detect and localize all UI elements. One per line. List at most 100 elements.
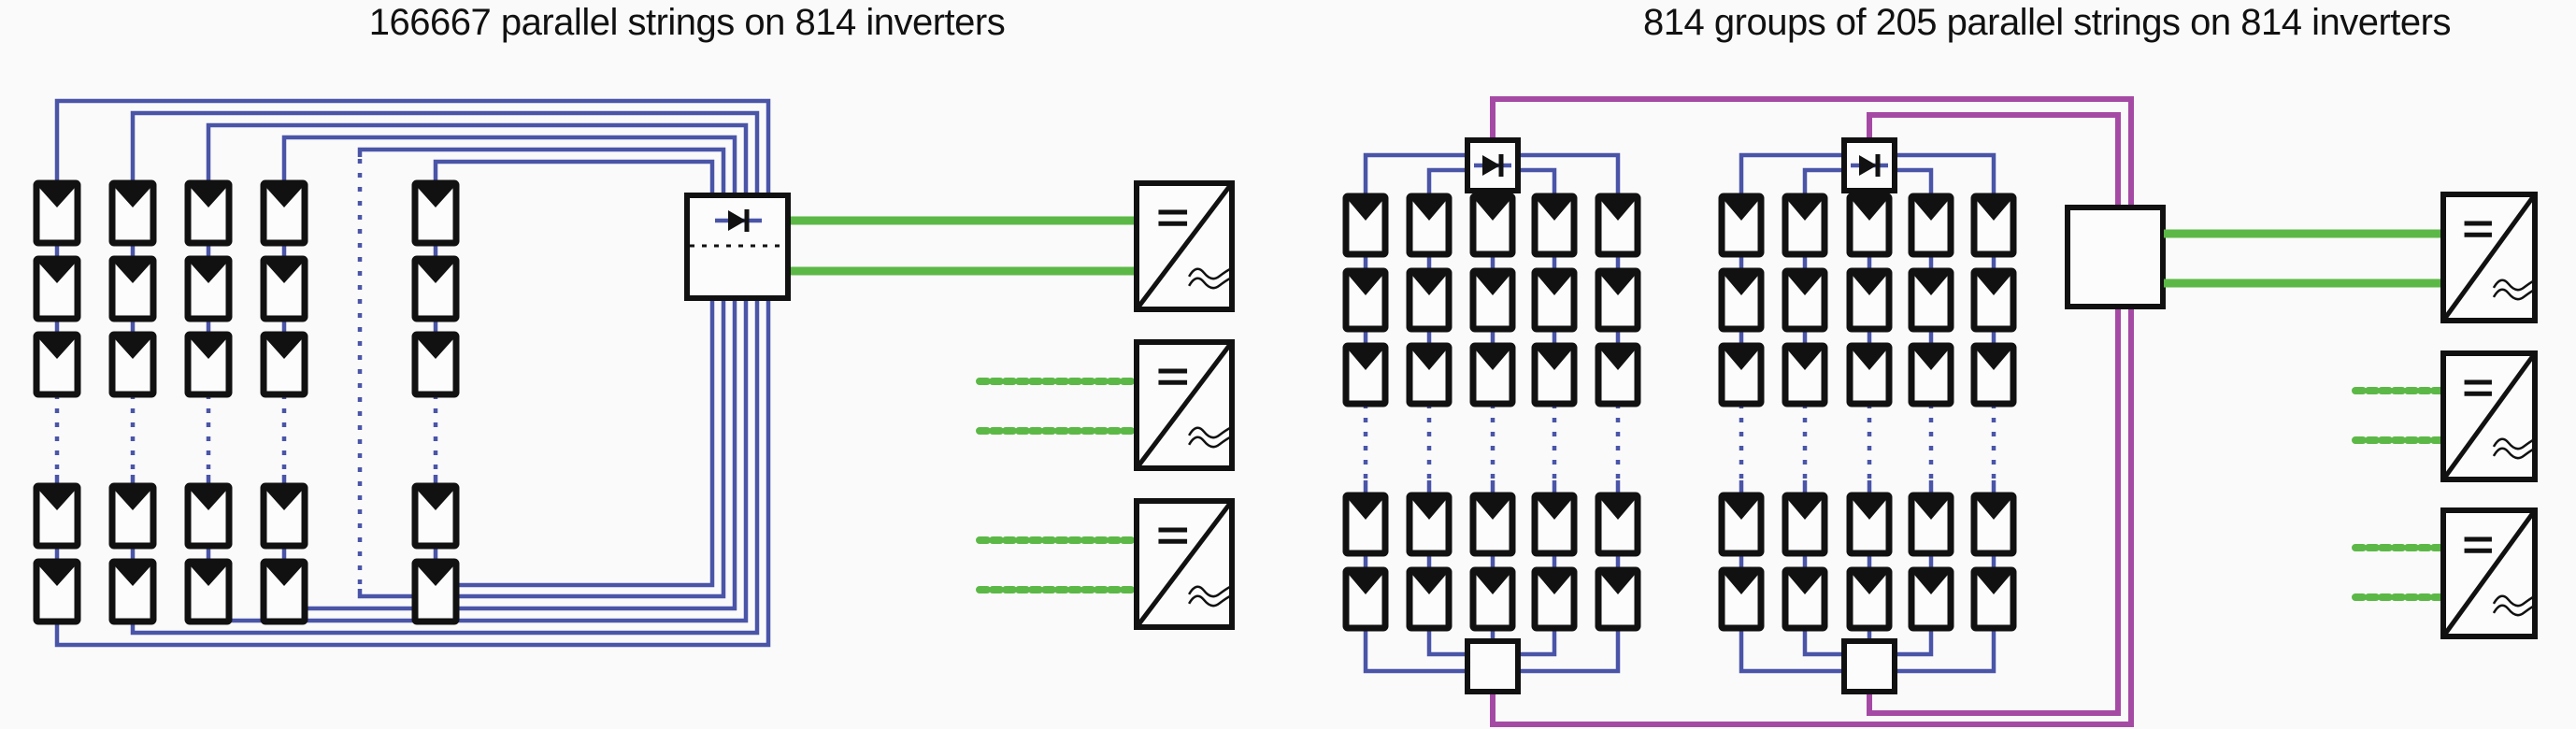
solar-module-icon (1846, 492, 1893, 557)
ac-wave-icon (2492, 594, 2536, 608)
ac-wave-icon (2492, 447, 2536, 460)
solar-module-icon (1469, 342, 1516, 407)
solar-module-icon (260, 331, 308, 398)
dc-ac-inverter-icon (2440, 507, 2538, 639)
solar-module-icon (1531, 342, 1578, 407)
module-triangle (188, 486, 229, 510)
module-triangle (1598, 271, 1638, 295)
solar-module-icon (108, 558, 157, 625)
module-triangle (1535, 495, 1574, 520)
module-triangle (188, 335, 229, 359)
solar-module-icon (411, 331, 460, 398)
module-triangle (1722, 495, 1761, 520)
module-triangle (1346, 271, 1385, 295)
solar-module-icon (1846, 566, 1893, 632)
module-triangle (1911, 570, 1951, 594)
solar-module-icon (1782, 492, 1828, 557)
module-triangle (188, 562, 229, 586)
solar-module-icon (1406, 267, 1453, 333)
solar-module-icon (1406, 193, 1453, 258)
solar-module-icon (1908, 342, 1954, 407)
solar-module-icon (1782, 342, 1828, 407)
module-triangle (1785, 495, 1825, 520)
solar-module-icon (184, 558, 233, 625)
dc-ac-inverter-icon (2440, 192, 2538, 323)
string-positive-wire (357, 147, 726, 195)
module-triangle (264, 183, 305, 207)
solar-module-icon (1531, 193, 1578, 258)
ac-wave-icon (1188, 585, 1231, 598)
solar-module-icon (1970, 566, 2017, 632)
module-triangle (415, 183, 456, 207)
module-triangle (1850, 271, 1889, 295)
module-triangle (1346, 346, 1385, 370)
solar-module-icon (1469, 267, 1516, 333)
module-triangle (1473, 570, 1512, 594)
diode-icon (1851, 154, 1888, 177)
combiner-box-icon (2065, 205, 2166, 309)
inverter-diagonal (1135, 181, 1234, 311)
solar-module-icon (1970, 492, 2017, 557)
dc-ac-inverter-icon (1134, 339, 1235, 471)
module-triangle (36, 259, 78, 283)
solar-module-icon (1342, 193, 1389, 258)
module-triangle (1598, 196, 1638, 221)
solar-module-icon (1469, 566, 1516, 632)
solar-module-icon (1908, 492, 1954, 557)
solar-module-icon (1718, 342, 1765, 407)
solar-module-icon (1846, 342, 1893, 407)
string-negative-wire (54, 297, 771, 648)
solar-module-icon (1718, 492, 1765, 557)
module-triangle (1974, 271, 2013, 295)
module-triangle (264, 486, 305, 510)
module-triangle (1598, 495, 1638, 520)
solar-module-icon (1908, 566, 1954, 632)
inverter-diagonal (1135, 340, 1234, 470)
diode-triangle (728, 210, 746, 231)
solar-module-icon (108, 255, 157, 322)
solar-module-icon (1342, 492, 1389, 557)
solar-module-icon (108, 331, 157, 398)
diode-triangle (1482, 155, 1500, 176)
solar-module-icon (1469, 193, 1516, 258)
solar-module-icon (184, 255, 233, 322)
module-triangle (1346, 196, 1385, 221)
solar-module-icon (1595, 267, 1641, 333)
module-triangle (1722, 196, 1761, 221)
solar-module-icon (1908, 267, 1954, 333)
module-triangle (1598, 570, 1638, 594)
solar-module-icon (33, 331, 81, 398)
solar-module-icon (411, 179, 460, 247)
solar-module-icon (1782, 267, 1828, 333)
module-triangle (415, 335, 456, 359)
solar-module-icon (1406, 566, 1453, 632)
diode-icon (715, 209, 762, 232)
solar-module-icon (411, 558, 460, 625)
diode-triangle (1859, 155, 1877, 176)
solar-module-icon (260, 255, 308, 322)
solar-module-icon (1406, 342, 1453, 407)
ac-wave-icon (1188, 426, 1231, 439)
module-triangle (1473, 346, 1512, 370)
ac-wave-icon (1188, 277, 1231, 290)
module-triangle (112, 259, 153, 283)
module-triangle (1911, 495, 1951, 520)
inverter-diagonal (2440, 351, 2538, 481)
module-triangle (415, 562, 456, 586)
solar-module-icon (1406, 492, 1453, 557)
string-negative-wire (357, 297, 726, 599)
module-triangle (36, 486, 78, 510)
module-triangle (112, 335, 153, 359)
solar-module-icon (33, 179, 81, 247)
module-triangle (1974, 495, 2013, 520)
module-triangle (1785, 346, 1825, 370)
solar-module-icon (1469, 492, 1516, 557)
group-positive-wire (1490, 96, 2134, 209)
string-positive-wire (54, 98, 771, 195)
module-triangle (1535, 196, 1574, 221)
module-triangle (1850, 196, 1889, 221)
module-triangle (1722, 271, 1761, 295)
module-triangle (1410, 346, 1449, 370)
string-positive-wire (206, 122, 749, 195)
module-triangle (1346, 570, 1385, 594)
